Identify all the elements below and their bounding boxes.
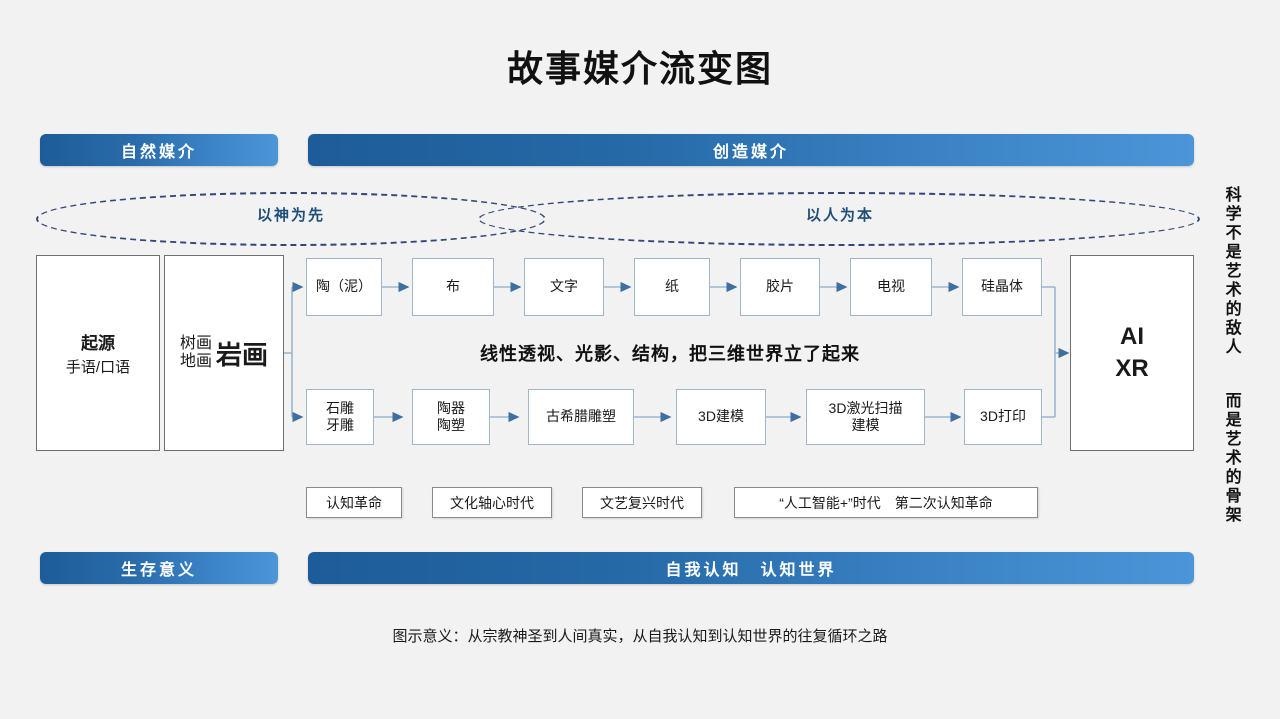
era-cognitive-revolution[interactable]: 认知革命 — [306, 487, 402, 518]
node-origin[interactable]: 起源 手语/口语 — [36, 255, 160, 451]
era-axial-age[interactable]: 文化轴心时代 — [432, 487, 552, 518]
node-origin-title: 起源 — [80, 334, 115, 353]
node-top-writing[interactable]: 文字 — [524, 258, 604, 316]
banner-created-media[interactable]: 创造媒介 — [308, 134, 1194, 166]
era-ai-plus-second-cognitive-revolution-label: “人工智能+”时代 第二次认知革命 — [779, 494, 993, 511]
node-rock-art-sub-line2: 地画 — [179, 353, 212, 370]
side-text-top: 科学不是艺术的敌人 — [1222, 186, 1240, 357]
node-bottom-ceramic-sculpture-line2: 陶塑 — [437, 417, 465, 433]
banner-self-world-cognition[interactable]: 自我认知 认知世界 — [308, 552, 1194, 584]
node-bottom-3d-laser-scan-modeling-line2: 建模 — [851, 417, 880, 433]
ellipse-human-centered — [478, 192, 1200, 246]
node-top-television[interactable]: 电视 — [850, 258, 932, 316]
era-axial-age-label: 文化轴心时代 — [450, 494, 534, 511]
node-top-writing-label: 文字 — [550, 278, 578, 295]
node-terminal-ai-xr[interactable]: AI XR — [1070, 255, 1194, 451]
node-top-pottery-clay[interactable]: 陶（泥） — [306, 258, 382, 316]
banner-survival-meaning-label: 生存意义 — [120, 562, 197, 579]
node-terminal-xr-label: XR — [1115, 355, 1149, 382]
middle-statement: 线性透视、光影、结构，把三维世界立了起来 — [480, 344, 860, 364]
node-rock-art-title: 岩画 — [216, 339, 269, 370]
banner-self-world-cognition-label: 自我认知 认知世界 — [665, 562, 837, 579]
node-bottom-3d-laser-scan-modeling[interactable]: 3D激光扫描 建模 — [806, 389, 925, 445]
era-cognitive-revolution-label: 认知革命 — [326, 494, 382, 511]
ellipse-human-centered-label: 以人为本 — [805, 207, 874, 224]
node-bottom-greek-sculpture-label: 古希腊雕塑 — [546, 408, 616, 425]
node-bottom-3d-modeling-label: 3D建模 — [698, 408, 744, 425]
node-bottom-3d-printing-label: 3D打印 — [980, 408, 1026, 425]
node-bottom-stone-ivory-carving-line1: 石雕 — [326, 399, 354, 416]
footer-note: 图示意义：从宗教神圣到人间真实，从自我认知到认知世界的往复循环之路 — [392, 628, 888, 645]
banner-survival-meaning[interactable]: 生存意义 — [40, 552, 278, 584]
era-renaissance-label: 文艺复兴时代 — [600, 494, 684, 511]
node-top-pottery-clay-label: 陶（泥） — [316, 278, 372, 295]
node-rock-art[interactable]: 树画 地画 岩画 — [164, 255, 284, 451]
node-bottom-stone-ivory-carving-line2: 牙雕 — [326, 417, 354, 433]
page-title: 故事媒介流变图 — [506, 48, 773, 89]
node-bottom-ceramic-sculpture[interactable]: 陶器 陶塑 — [412, 389, 490, 445]
node-bottom-3d-printing[interactable]: 3D打印 — [964, 389, 1042, 445]
node-top-film-label: 胶片 — [766, 278, 794, 295]
node-top-silicon-crystal-label: 硅晶体 — [981, 278, 1023, 295]
node-top-paper-label: 纸 — [665, 278, 679, 295]
node-bottom-ceramic-sculpture-line1: 陶器 — [437, 399, 465, 416]
node-top-cloth-label: 布 — [446, 278, 460, 295]
side-text-bottom: 而是艺术的骨架 — [1222, 392, 1240, 525]
banner-natural-media[interactable]: 自然媒介 — [40, 134, 278, 166]
node-top-paper[interactable]: 纸 — [634, 258, 710, 316]
ellipse-god-first-label: 以神为先 — [256, 207, 325, 224]
node-origin-sub: 手语/口语 — [65, 359, 131, 376]
node-bottom-stone-ivory-carving[interactable]: 石雕 牙雕 — [306, 389, 374, 445]
node-rock-art-sub-line1: 树画 — [179, 334, 212, 352]
node-top-film[interactable]: 胶片 — [740, 258, 820, 316]
node-top-cloth[interactable]: 布 — [412, 258, 494, 316]
era-ai-plus-second-cognitive-revolution[interactable]: “人工智能+”时代 第二次认知革命 — [734, 487, 1038, 518]
banner-created-media-label: 创造媒介 — [712, 144, 789, 161]
node-top-silicon-crystal[interactable]: 硅晶体 — [962, 258, 1042, 316]
node-bottom-3d-laser-scan-modeling-line1: 3D激光扫描 — [828, 399, 903, 416]
node-bottom-greek-sculpture[interactable]: 古希腊雕塑 — [528, 389, 634, 445]
node-bottom-3d-modeling[interactable]: 3D建模 — [676, 389, 766, 445]
banner-natural-media-label: 自然媒介 — [120, 144, 197, 161]
era-renaissance[interactable]: 文艺复兴时代 — [582, 487, 702, 518]
node-top-television-label: 电视 — [877, 278, 905, 295]
node-terminal-ai-label: AI — [1120, 322, 1144, 350]
